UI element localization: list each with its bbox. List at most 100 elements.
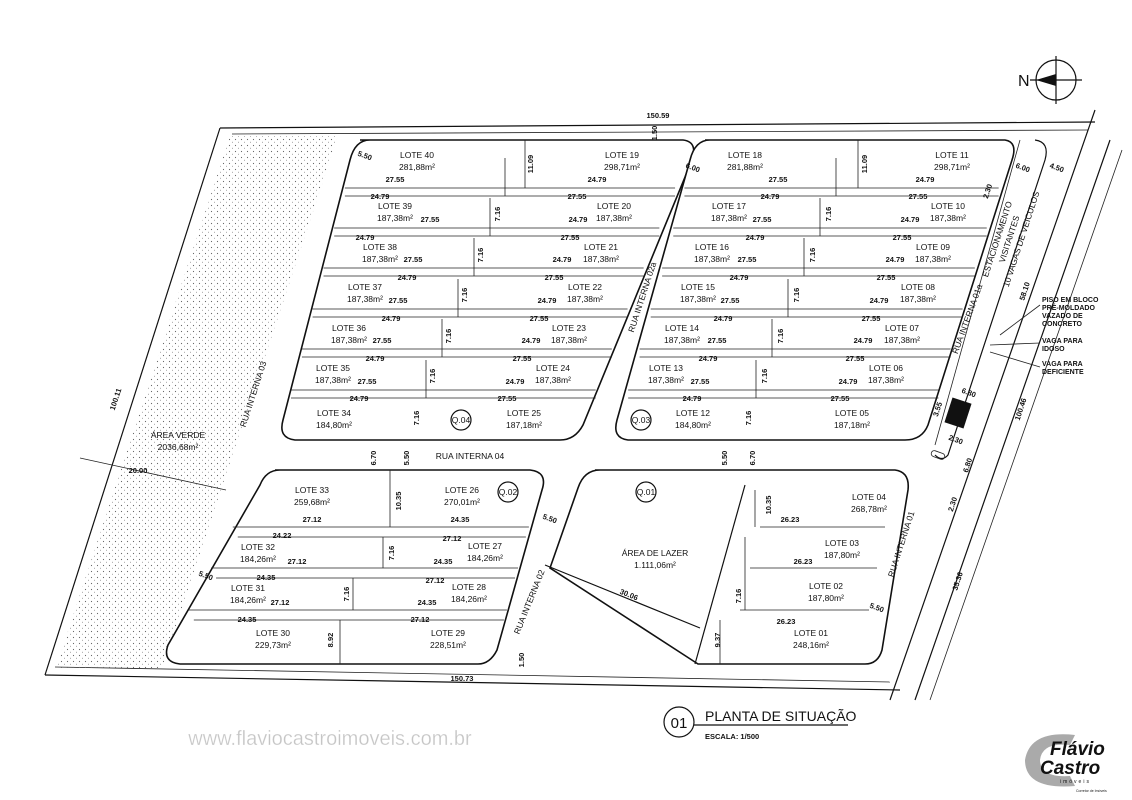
logo-line4: Corretor de Imóveis bbox=[1076, 789, 1107, 793]
dimension-label: 6.70 bbox=[369, 451, 378, 466]
dimension-label: 7.16 bbox=[808, 248, 817, 263]
dimension-label: 24.79 bbox=[730, 273, 749, 282]
dimension-label: 27.55 bbox=[862, 314, 881, 323]
dimension-label: 7.16 bbox=[428, 369, 437, 384]
dimension-label: 27.55 bbox=[893, 233, 912, 242]
lot-name: LOTE 04 bbox=[852, 492, 886, 502]
dimension-label: 24.79 bbox=[356, 233, 375, 242]
dimension-label: 27.55 bbox=[421, 215, 440, 224]
lot-area: 184,80m² bbox=[675, 420, 711, 430]
lot-name: LOTE 23 bbox=[552, 323, 586, 333]
lot-name: LOTE 35 bbox=[316, 363, 350, 373]
dimension-label: 100.46 bbox=[1013, 397, 1029, 422]
dimension-label: 24.79 bbox=[366, 354, 385, 363]
lot-area: 228,51m² bbox=[430, 640, 466, 650]
dimension-label: 27.12 bbox=[443, 534, 462, 543]
lot-name: LOTE 34 bbox=[317, 408, 351, 418]
dimension-label: 27.12 bbox=[303, 515, 322, 524]
dimension-label: 24.79 bbox=[588, 175, 607, 184]
dimension-label: 100.11 bbox=[108, 387, 124, 411]
lot-lines bbox=[188, 140, 1041, 664]
lot-name: LOTE 30 bbox=[256, 628, 290, 638]
dimension-label: 27.55 bbox=[909, 192, 928, 201]
dimension-label: 27.55 bbox=[769, 175, 788, 184]
lot-name: LOTE 18 bbox=[728, 150, 762, 160]
street-label: RUA INTERNA 04 bbox=[436, 451, 505, 461]
dimension-label: 35.36 bbox=[950, 571, 964, 592]
lot-name: LOTE 16 bbox=[695, 242, 729, 252]
block-marker bbox=[450, 409, 472, 431]
block-label: Q.02 bbox=[499, 487, 518, 497]
lot-area: 187,38m² bbox=[583, 254, 619, 264]
parking-strip bbox=[930, 139, 1047, 460]
lot-name: LOTE 05 bbox=[835, 408, 869, 418]
lot-area: 298,71m² bbox=[934, 162, 970, 172]
dimension-label: 24.79 bbox=[761, 192, 780, 201]
property-boundary bbox=[44, 109, 1123, 701]
lot-name: LOTE 01 bbox=[794, 628, 828, 638]
dimension-label: 2.30 bbox=[947, 433, 964, 446]
lot-name: LOTE 07 bbox=[885, 323, 919, 333]
lot-name: LOTE 29 bbox=[431, 628, 465, 638]
dimension-label: 7.16 bbox=[760, 369, 769, 384]
block-label: Q.01 bbox=[637, 487, 656, 497]
dimension-label: 27.12 bbox=[411, 615, 430, 624]
lot-area: 259,68m² bbox=[294, 497, 330, 507]
lot-area: 184,26m² bbox=[467, 553, 503, 563]
dimension-label: 27.55 bbox=[358, 377, 377, 386]
dimension-label: 27.55 bbox=[831, 394, 850, 403]
lot-name: LOTE 32 bbox=[241, 542, 275, 552]
dimension-label: 27.55 bbox=[877, 273, 896, 282]
dimension-label: 24.79 bbox=[839, 377, 858, 386]
dimension-label: 7.16 bbox=[412, 411, 421, 426]
lot-area: 187,38m² bbox=[868, 375, 904, 385]
dimension-label: 27.55 bbox=[373, 336, 392, 345]
lot-area: 187,38m² bbox=[315, 375, 351, 385]
block-q01 bbox=[549, 469, 910, 665]
dimension-label: 7.16 bbox=[776, 329, 785, 344]
note-text: DEFICIENTE bbox=[1042, 369, 1084, 376]
dimension-label: 27.55 bbox=[389, 296, 408, 305]
dimension-label: 24.35 bbox=[434, 557, 453, 566]
lot-name: LOTE 08 bbox=[901, 282, 935, 292]
lot-name: LOTE 03 bbox=[825, 538, 859, 548]
note-text: IDOSO bbox=[1042, 346, 1065, 353]
lot-name: LOTE 39 bbox=[378, 201, 412, 211]
logo-line2: Castro bbox=[1040, 758, 1100, 779]
dimension-label: 20.00 bbox=[129, 466, 148, 475]
dimension-label: 24.79 bbox=[683, 394, 702, 403]
lot-area: 187,18m² bbox=[834, 420, 870, 430]
dimension-label: 26.23 bbox=[777, 617, 796, 626]
dimension-label: 24.79 bbox=[371, 192, 390, 201]
lot-area: 281,88m² bbox=[727, 162, 763, 172]
dimension-label: 27.55 bbox=[691, 377, 710, 386]
north-arrow-icon bbox=[1030, 56, 1082, 104]
dimension-label: 7.16 bbox=[387, 546, 396, 561]
lot-area: 187,38m² bbox=[377, 213, 413, 223]
dimension-label: 27.55 bbox=[753, 215, 772, 224]
block-marker bbox=[635, 481, 657, 503]
block-marker bbox=[497, 481, 519, 503]
lot-area: 187,38m² bbox=[915, 254, 951, 264]
dimension-label: 6.80 bbox=[961, 457, 974, 474]
dimension-label: 24.79 bbox=[714, 314, 733, 323]
lot-name: LOTE 27 bbox=[468, 541, 502, 551]
dimension-label: 24.35 bbox=[257, 573, 276, 582]
dimension-label: 24.79 bbox=[522, 336, 541, 345]
company-logo: Flávio Castro imóveis Corretor de Imóvei… bbox=[1025, 734, 1107, 793]
lot-name: LOTE 09 bbox=[916, 242, 950, 252]
dimension-label: 24.79 bbox=[746, 233, 765, 242]
drawing-title: 01 PLANTA DE SITUAÇÃO ESCALA: 1/500 bbox=[663, 706, 857, 741]
leisure-area-size: 1.111,06m² bbox=[634, 560, 676, 570]
green-area-name: ÁREA VERDE bbox=[151, 430, 206, 440]
dimension-label: 27.55 bbox=[721, 296, 740, 305]
lot-area: 187,38m² bbox=[362, 254, 398, 264]
lot-area: 187,80m² bbox=[824, 550, 860, 560]
drawing-number: 01 bbox=[671, 715, 688, 732]
dimension-label: 6.80 bbox=[960, 386, 977, 399]
note-text: CONCRETO bbox=[1042, 321, 1082, 328]
dimension-label: 11.09 bbox=[860, 155, 869, 173]
lot-area: 184,26m² bbox=[240, 554, 276, 564]
lot-area: 187,38m² bbox=[711, 213, 747, 223]
